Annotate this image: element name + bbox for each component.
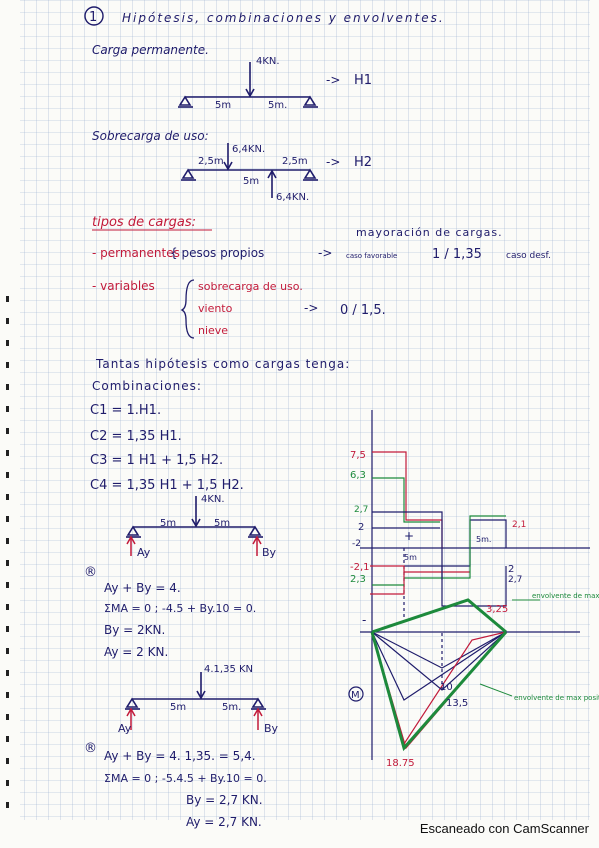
binder-holes	[6, 296, 9, 808]
shear-value-right-1: 2,1	[512, 520, 526, 530]
h1-span-b: 5m.	[268, 100, 287, 111]
title-number: 1	[89, 10, 97, 25]
title-number-circle	[84, 6, 104, 26]
moment-value-1: 18.75	[386, 758, 415, 769]
shear-value-2: 6,3	[350, 470, 366, 481]
eq1-line-1: Ay + By = 4.	[104, 581, 181, 595]
envolvente-max-pos-line	[370, 631, 508, 752]
eq2-line-3: By = 2,7 KN.	[186, 793, 263, 807]
beam-2-ay: Ay	[118, 722, 132, 735]
shear-plus-sign: +	[404, 529, 414, 543]
beam-1	[126, 496, 263, 538]
beam-2-reactions	[126, 707, 263, 730]
caso-favorable: caso favorable	[346, 252, 397, 260]
h1-span-a: 5m	[215, 100, 231, 111]
mayoracion-label: mayoración de cargas.	[356, 226, 503, 239]
combinacion-1: C1 = 1.H1.	[90, 403, 161, 418]
shear-value-1: 7,5	[350, 450, 366, 461]
beam-1-by: By	[262, 546, 277, 559]
h2-heading: Sobrecarga de uso:	[92, 129, 209, 143]
h2-load-down: 6,4KN.	[276, 192, 309, 203]
variable-item-1: sobrecarga de uso.	[198, 280, 303, 293]
factors-variables: 0 / 1,5.	[340, 303, 386, 318]
beam-1-span-b: 5m	[214, 518, 230, 529]
beam-1-reactions	[126, 535, 262, 556]
shear-span-right-label: 5m.	[476, 535, 491, 544]
moment-value-4: 3,25	[486, 604, 508, 615]
h1-beam	[178, 62, 318, 108]
beam-2-span-a: 5m	[170, 702, 186, 713]
eq1-line-3: By = 2KN.	[104, 623, 165, 637]
shear-value-5: -2	[352, 539, 361, 549]
h2-dist-a: 2,5m	[198, 156, 224, 167]
beam-1-load: 4KN.	[201, 494, 225, 505]
shear-span-label: 5m	[404, 553, 417, 562]
envolvente-max-neg-line	[371, 598, 507, 634]
variable-item-2: viento	[198, 302, 233, 315]
shear-value-right-2: 2	[508, 564, 514, 575]
h2-dist-b: 2,5m	[282, 156, 308, 167]
eq1-marker: ®	[84, 565, 97, 580]
tipo-permanentes: - permanentes	[92, 246, 180, 260]
caso-desfavorable: caso desf.	[506, 251, 551, 261]
beam-2	[125, 672, 266, 710]
variables-brace	[180, 279, 195, 339]
h2-load-up: 6,4KN.	[232, 144, 265, 155]
h2-label: H2	[354, 155, 372, 170]
combinacion-3: C3 = 1 H1 + 1,5 H2.	[90, 453, 223, 468]
factors-permanentes: 1 / 1,35	[432, 247, 482, 262]
shear-value-6: -2,1	[350, 562, 370, 573]
h1-load-label: 4KN.	[256, 56, 280, 67]
eq2-marker: ®	[84, 741, 97, 756]
h2-arrow: ->	[326, 155, 340, 169]
combinacion-2: C2 = 1,35 H1.	[90, 429, 182, 444]
moment-value-2: 13,5	[446, 698, 468, 709]
page-title: Hipótesis, combinaciones y envolventes.	[122, 11, 445, 25]
beam-1-span-a: 5m	[160, 518, 176, 529]
envolvente-min-label: envolvente de max posit.	[514, 694, 599, 702]
envolvente-min-pointer	[479, 683, 513, 697]
shear-value-7: 2,3	[350, 574, 366, 585]
h1-heading: Carga permanente.	[92, 43, 209, 57]
tipos-heading: tipos de cargas:	[92, 215, 196, 230]
eq1-line-2: ΣMA = 0 ; -4.5 + By.10 = 0.	[104, 602, 256, 615]
moment-value-3: 10	[440, 682, 453, 693]
eq1-line-4: Ay = 2 KN.	[104, 645, 168, 659]
eq2-line-1: Ay + By = 4. 1,35. = 5,4.	[104, 749, 256, 763]
beam-2-load: 4.1,35 KN	[204, 664, 253, 675]
scanner-watermark: Escaneado con CamScanner	[419, 821, 589, 836]
moment-label-circle	[348, 686, 364, 702]
grid-lines	[20, 0, 590, 820]
moment-label: M	[351, 690, 360, 701]
h2-beam	[181, 143, 318, 198]
combinaciones-heading: Combinaciones:	[92, 379, 202, 393]
beam-2-span-b: 5m.	[222, 702, 241, 713]
combinacion-4: C4 = 1,35 H1 + 1,5 H2.	[90, 478, 244, 493]
tipo-variables: - variables	[92, 279, 155, 293]
h1-arrow: ->	[326, 73, 340, 87]
beam-1-ay: Ay	[137, 546, 151, 559]
h1-label: H1	[354, 73, 372, 88]
tipo-permanentes-items: { pesos propios	[170, 246, 264, 260]
hipotesis-line: Tantas hipótesis como cargas tenga:	[95, 357, 350, 371]
eq2-line-4: Ay = 2,7 KN.	[186, 815, 262, 829]
variable-item-3: nieve	[198, 324, 228, 337]
var-arrow: ->	[304, 301, 318, 315]
perm-arrow: ->	[318, 246, 332, 260]
shear-value-right-3: 2,7	[508, 575, 522, 585]
beam-2-by: By	[264, 722, 279, 735]
shear-value-3: 2,7	[354, 505, 368, 515]
eq2-line-2: ΣMA = 0 ; -5.4.5 + By.10 = 0.	[104, 772, 267, 785]
moment-minus-sign: -	[362, 613, 366, 627]
shear-value-4: 2	[358, 522, 364, 533]
envolvente-max-label: envolvente de max neg.	[532, 592, 599, 600]
h2-span: 5m	[243, 176, 259, 187]
